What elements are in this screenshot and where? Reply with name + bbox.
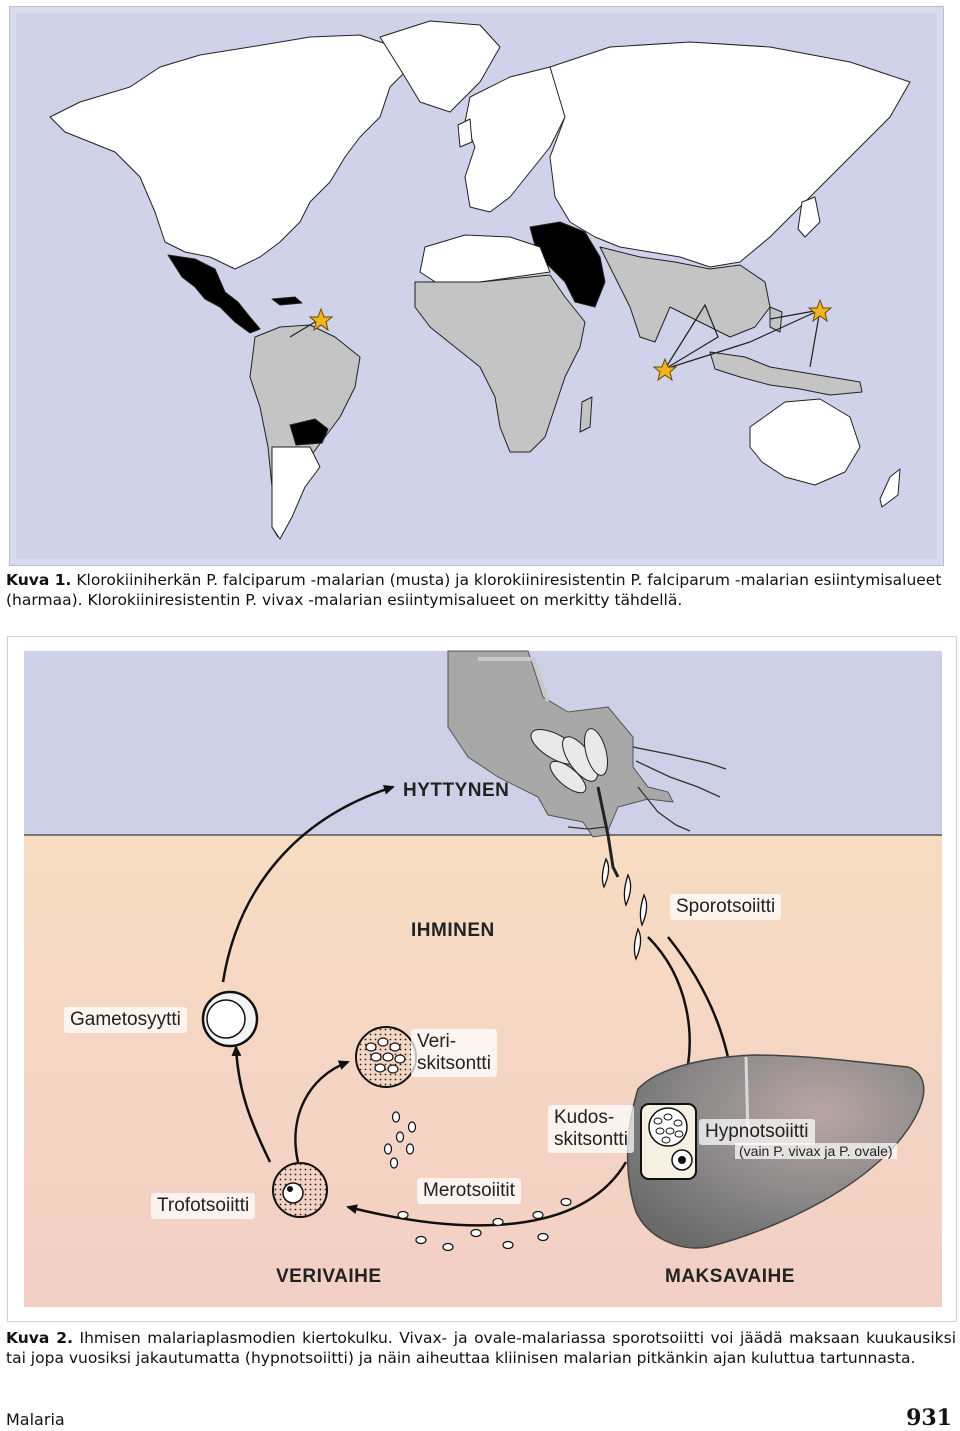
- africa-resistant: [415, 275, 585, 452]
- label-hypnozoite: Hypnotsoiitti: [699, 1119, 815, 1145]
- label-gametocyte: Gametosyytti: [64, 1007, 187, 1033]
- madagascar: [580, 397, 592, 432]
- south-asia-resistant: [600, 247, 770, 342]
- caribbean: [272, 297, 302, 305]
- footer-section-title: Malaria: [6, 1410, 65, 1429]
- label-blood-schizont: Veri- skitsontti: [411, 1029, 497, 1077]
- trophozoite-cell: [273, 1163, 327, 1217]
- label-human: IHMINEN: [411, 920, 495, 942]
- new-zealand: [880, 469, 900, 507]
- label-liver-stage: MAKSAVAIHE: [665, 1266, 795, 1288]
- tissue-schizont-cell: [641, 1104, 696, 1179]
- label-tissue-schizont: Kudos- skitsontti: [548, 1105, 634, 1153]
- figure1-caption-text: Klorokiiniherkän P. falciparum -malarian…: [6, 571, 941, 609]
- label-merozoites: Merotsoiitit: [417, 1178, 521, 1204]
- north-america: [50, 35, 410, 269]
- label-tissue-schizont-line2: skitsontti: [554, 1129, 628, 1151]
- label-mosquito: HYTTYNEN: [403, 780, 509, 802]
- uk: [458, 119, 472, 147]
- star-icon: [809, 300, 831, 321]
- central-america-sensitive: [168, 255, 260, 333]
- life-cycle-svg: [8, 637, 956, 1321]
- label-blood-stage: VERIVAIHE: [276, 1266, 382, 1288]
- asia: [550, 42, 910, 267]
- south-america-south: [272, 447, 320, 539]
- label-hypnozoite-note: (vain P. vivax ja P. ovale): [735, 1143, 897, 1159]
- life-cycle-diagram: HYTTYNEN IHMINEN Sporotsoiitti Gametosyy…: [7, 636, 957, 1322]
- world-map: [9, 6, 944, 566]
- page-number: 931: [906, 1405, 952, 1431]
- world-map-svg: [10, 7, 943, 565]
- figure2-caption-text: Ihmisen malariaplasmodien kiertokulku. V…: [6, 1329, 956, 1367]
- indonesia-resistant: [710, 352, 862, 395]
- figure1-caption-label: Kuva 1.: [6, 571, 71, 589]
- label-blood-schizont-line2: skitsontti: [417, 1053, 491, 1075]
- label-trophozoite: Trofotsoiitti: [151, 1193, 255, 1219]
- gametocyte-cell: [203, 992, 257, 1046]
- star-icon: [654, 359, 676, 380]
- figure2-caption: Kuva 2. Ihmisen malariaplasmodien kierto…: [6, 1328, 956, 1368]
- label-blood-schizont-line1: Veri-: [417, 1031, 491, 1053]
- blood-schizont-cell: [356, 1027, 416, 1087]
- label-sporozoite: Sporotsoiitti: [670, 894, 781, 920]
- figure1-caption: Kuva 1. Klorokiiniherkän P. falciparum -…: [6, 570, 956, 610]
- label-tissue-schizont-line1: Kudos-: [554, 1107, 628, 1129]
- australia: [750, 399, 860, 485]
- figure2-caption-label: Kuva 2.: [6, 1329, 73, 1347]
